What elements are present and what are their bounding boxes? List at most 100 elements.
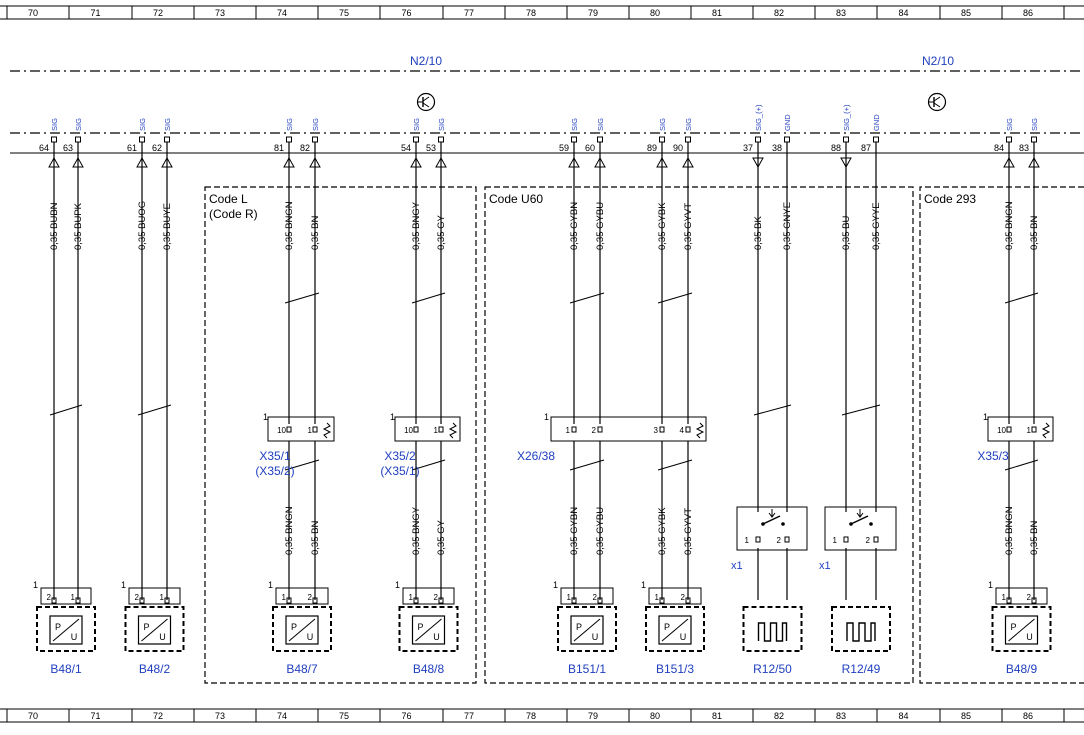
wire-441: SIG530,35 GY (426, 118, 447, 250)
twist-mark (657, 459, 693, 471)
grid-number: 79 (588, 8, 598, 18)
wire-876: GND870,35 GYYE (861, 114, 882, 250)
grid-number: 74 (277, 8, 287, 18)
pin-socket (597, 597, 603, 604)
component-label: B48/8 (413, 662, 445, 676)
connector-pin: 1 (434, 426, 439, 435)
sensor-diagonal (573, 618, 601, 642)
pin-terminal (51, 136, 57, 143)
sensor-diagonal (1008, 618, 1035, 642)
switch-pin: 2 (777, 536, 782, 545)
connector-pin: 1 (566, 426, 571, 435)
pin-signal-label: SIG (138, 118, 147, 131)
wire-167: SIG620,35 BUYE (152, 118, 173, 250)
sensor-symbol-p: P (1010, 622, 1016, 632)
pin-terminal (873, 136, 879, 143)
pin-socket (685, 597, 691, 604)
pin-number: 64 (39, 143, 49, 153)
switch-dot (761, 522, 765, 526)
grid-number: 82 (774, 8, 784, 18)
sensor-symbol-u: U (71, 632, 78, 642)
grid-number: 82 (774, 711, 784, 721)
wire-54: SIG640,35 BUBN (39, 118, 60, 250)
grid-number: 84 (898, 711, 908, 721)
switch-dot (869, 522, 873, 526)
pin-signal-label: SIG (570, 118, 579, 131)
pin-socket (685, 426, 691, 433)
switch-dot (781, 522, 785, 526)
connector-index: 1 (988, 580, 993, 590)
pin-terminal (438, 136, 444, 143)
pin-socket (755, 536, 761, 543)
sensor-symbol-u: U (159, 632, 166, 642)
grid-number: 83 (836, 8, 846, 18)
grid-number: 85 (961, 8, 971, 18)
pin-terminal (784, 136, 790, 143)
switch-pin: 1 (833, 536, 838, 545)
component-connector (40, 587, 92, 605)
wire-label: 0,35 GY (436, 519, 447, 555)
connector-housing (987, 416, 1054, 442)
pin-terminal (164, 136, 170, 143)
pin-socket (597, 426, 603, 433)
pin-signal-label: SIG (596, 118, 605, 131)
code-box-title: Code L (209, 192, 248, 206)
component-pin: 2 (1027, 593, 1032, 602)
connector-index: 1 (641, 580, 646, 590)
code-box-l (204, 186, 477, 684)
pin-socket (312, 597, 318, 604)
grid-number: 86 (1023, 8, 1033, 18)
switch-pin: 2 (866, 536, 871, 545)
pin-socket (571, 597, 577, 604)
component-label: B48/2 (139, 662, 171, 676)
component-R12/49: R12/49 (831, 606, 891, 676)
grid-number: 77 (464, 8, 474, 18)
pin-signal-label: SIG (1030, 118, 1039, 131)
transistor-icon (927, 92, 947, 112)
switch-label: x1 (819, 560, 831, 572)
heater-housing (831, 606, 891, 652)
pin-signal-label: SIG (74, 118, 83, 131)
pin-number: 59 (559, 143, 569, 153)
pin-number: 87 (861, 143, 871, 153)
connector-index: 1 (268, 580, 273, 590)
pin-socket (438, 597, 444, 604)
wire-label: 0,35 GYBN (569, 507, 580, 555)
sensor-symbol-u: U (1026, 632, 1033, 642)
pin-number: 38 (772, 143, 782, 153)
component-pin: 2 (593, 593, 598, 602)
pin-terminal (685, 136, 691, 143)
twist-mark (569, 292, 605, 304)
pin-socket (1031, 426, 1037, 433)
pin-number: 89 (647, 143, 657, 153)
ground-resistor-icon (322, 422, 332, 439)
wire-78: SIG630,35 BUPK (63, 118, 84, 250)
heater-element-icon (757, 622, 788, 642)
module-label-1: N2/10 (410, 54, 442, 68)
grid-number: 78 (526, 8, 536, 18)
wire-846: SIG_(+)880,35 BU (831, 104, 852, 250)
pin-signal-label: SIG (1005, 118, 1014, 131)
pin-signal-label: SIG_(+) (754, 104, 763, 131)
pin-signal-label: SIG (163, 118, 172, 131)
wire-142: SIG610,35 BUOG (127, 118, 148, 250)
sensor-diagonal (661, 618, 689, 642)
grid-number: 73 (215, 8, 225, 18)
pin-number: 81 (274, 143, 284, 153)
switch-dot (849, 522, 853, 526)
sensor-diagonal (52, 618, 80, 642)
pin-socket (571, 426, 577, 433)
twist-mark (841, 404, 881, 416)
twist-mark (1004, 459, 1039, 471)
component-pin: 1 (567, 593, 572, 602)
grid-number: 71 (90, 8, 100, 18)
